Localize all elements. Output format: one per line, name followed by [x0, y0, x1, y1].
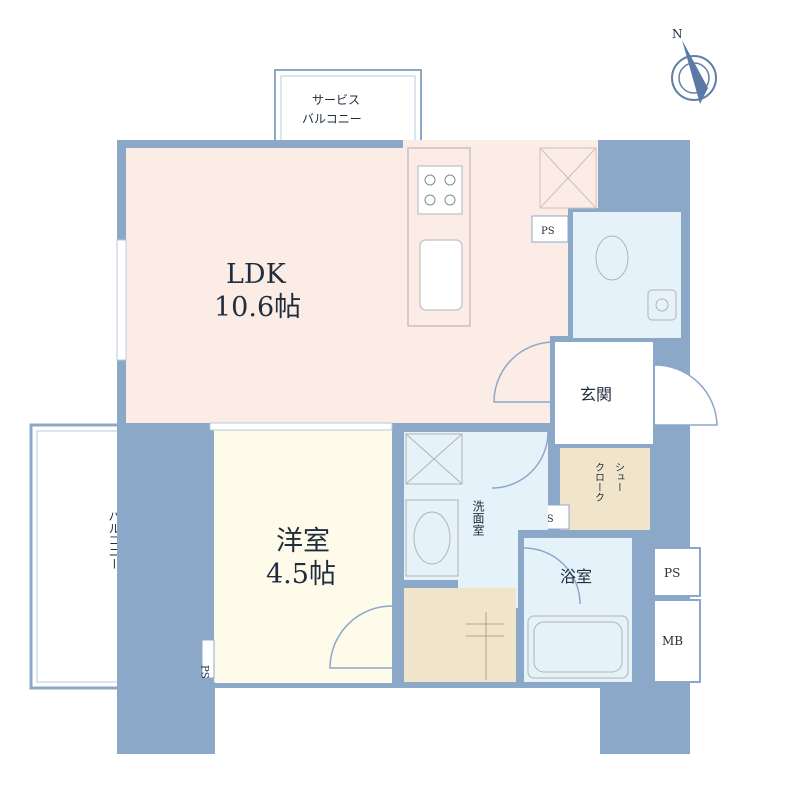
entrance: 玄関: [493, 341, 718, 444]
kitchen-sink: [419, 239, 463, 311]
ldk-size: 10.6帖: [214, 292, 301, 323]
mb-label: MB: [662, 634, 683, 648]
service-balcony: サービス バルコニー: [274, 69, 422, 149]
western-room-name: 洋室: [276, 526, 330, 557]
meter-box: MB: [653, 599, 701, 683]
ldk-room: LDK 10.6帖: [116, 140, 598, 423]
shoe-closet-label-1: シュー: [613, 462, 624, 492]
north-label: N: [672, 27, 683, 41]
service-balcony-label-1: サービス: [312, 93, 360, 107]
outer-ps-label: PS: [664, 566, 680, 580]
outer-ps: PS: [653, 547, 701, 597]
bathroom: 浴室: [523, 538, 632, 682]
western-ps-label: PS: [199, 665, 210, 679]
washroom-label: 洗面室: [471, 500, 485, 536]
western-room-size: 4.5帖: [266, 559, 336, 590]
shoe-closet-label-2: クローク: [593, 462, 604, 502]
washroom: 洗面室: [404, 431, 549, 608]
north-arrow-icon: [682, 40, 708, 104]
bathtub: [527, 615, 629, 679]
column-left: [117, 682, 215, 754]
vanity: [405, 499, 459, 577]
compass-ring: [671, 55, 717, 101]
column-right: [600, 682, 690, 754]
bathroom-label: 浴室: [560, 567, 592, 586]
kitchen-stove: [417, 165, 463, 215]
toilet: PS: [531, 212, 681, 338]
compass: N: [671, 27, 717, 104]
service-balcony-label-2: バルコニー: [302, 112, 362, 126]
entrance-label: 玄関: [580, 385, 612, 404]
toilet-bowl-icon: [595, 235, 629, 281]
toilet-ps-label: PS: [541, 226, 555, 237]
ldk-door-line: [209, 422, 393, 431]
storage-closet: [404, 588, 516, 682]
western-room: PS 洋室 4.5帖: [199, 430, 393, 683]
ldk-name: LDK: [226, 259, 287, 290]
washing-machine-space: [405, 433, 463, 485]
